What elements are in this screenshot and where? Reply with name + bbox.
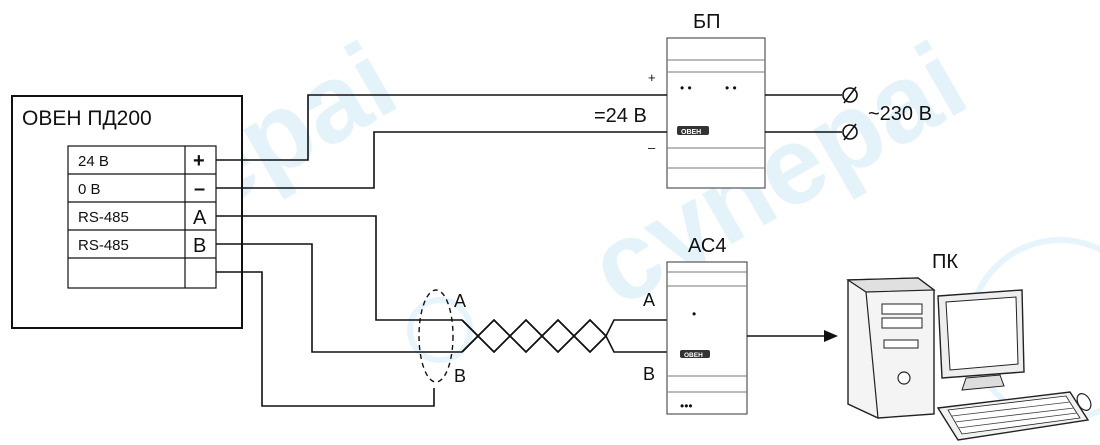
ac-voltage-label: ~230 В	[868, 103, 932, 125]
converter-dot: •	[692, 307, 696, 321]
data-arrow	[747, 330, 838, 342]
power-wires	[216, 94, 667, 189]
converter-dots: •••	[680, 399, 693, 413]
terminal-b: B	[193, 235, 206, 257]
pair-label-a: A	[454, 291, 466, 311]
terminal-minus: –	[194, 178, 205, 200]
power-supply-title: БП	[693, 11, 721, 33]
pc-monitor-icon	[937, 289, 1025, 391]
ps-plus: +	[648, 70, 656, 85]
pc-keyboard-icon	[936, 391, 1090, 441]
pc-title: ПК	[932, 251, 958, 273]
pd200-device: ОВЕН ПД200 24 В 0 В RS-485 RS-485 + – A …	[11, 95, 243, 329]
ps-dots-left: • •	[680, 81, 692, 95]
row-label: 24 В	[78, 153, 109, 170]
terminal-block: 24 В 0 В RS-485 RS-485 + – A B	[67, 145, 217, 289]
row-label: 0 В	[78, 181, 101, 198]
pc-mouse-icon	[1076, 393, 1092, 411]
pc-tower-icon	[846, 277, 936, 419]
converter-label-b: B	[643, 364, 655, 384]
ps-dots-right: • •	[725, 81, 737, 95]
device-title: ОВЕН ПД200	[22, 107, 152, 130]
ps-brand-logo: OBEH	[681, 129, 701, 136]
converter-title: АС4	[688, 235, 726, 257]
pair-label-b: B	[454, 366, 466, 386]
ac-input: ~230 В	[765, 86, 932, 141]
terminal-a: A	[193, 207, 207, 229]
converter-label-a: А	[643, 290, 655, 310]
dc-voltage-label: =24 В	[594, 105, 647, 127]
row-label: RS-485	[78, 237, 129, 254]
twisted-pair	[461, 318, 607, 354]
power-supply: БП • • • • OBEH + –	[648, 11, 766, 189]
pc-computer: ПК	[846, 251, 1092, 441]
shield-ellipse	[418, 289, 454, 383]
terminal-plus: +	[193, 150, 205, 172]
row-label: RS-485	[78, 209, 129, 226]
converter-brand-logo: OBEH	[684, 352, 703, 359]
ac4-converter: АС4 • OBEH ••• А B	[643, 235, 748, 415]
ps-minus: –	[648, 140, 656, 155]
